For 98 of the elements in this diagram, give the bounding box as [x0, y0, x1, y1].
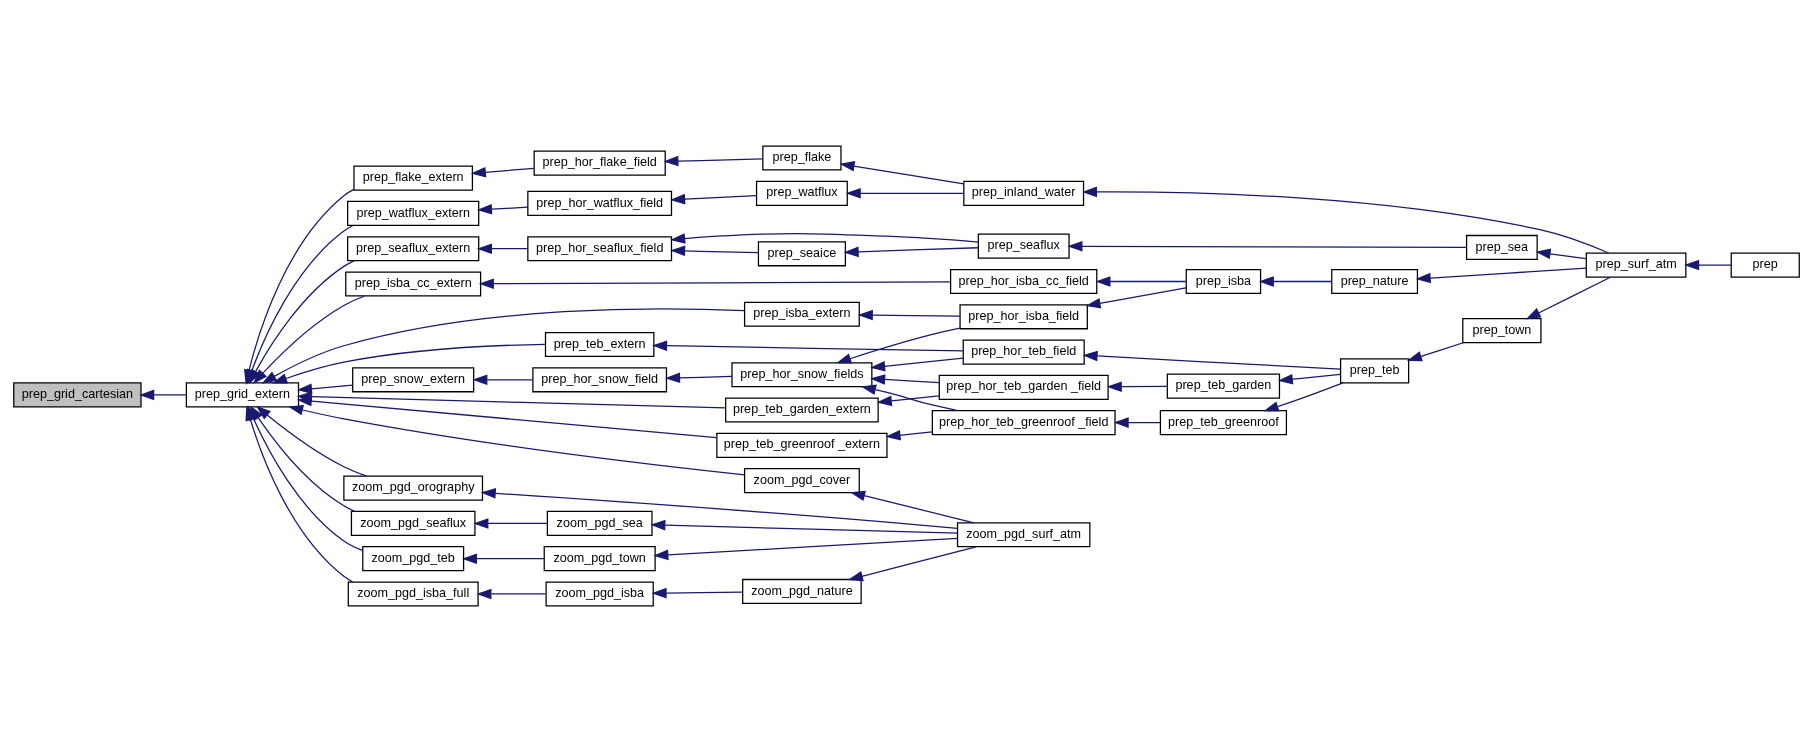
node-box: prep_isba_cc_extern — [345, 270, 482, 297]
arrow — [288, 404, 746, 475]
arrow — [876, 394, 940, 406]
arrow — [480, 487, 958, 529]
node-box: prep_seaice — [757, 240, 846, 266]
arrow — [1535, 248, 1587, 259]
node-box: prep_seaflux_extern — [347, 235, 480, 261]
node-box: prep_seaflux — [977, 233, 1070, 259]
node-box: prep_watflux — [755, 180, 848, 206]
node-box: prep_hor_isba_cc_field — [949, 268, 1098, 294]
node-box: prep_hor_teb_greenroof _field — [931, 409, 1116, 435]
arrow — [461, 552, 545, 564]
node-box: prep_teb_greenroof — [1159, 409, 1288, 435]
arrow — [252, 294, 366, 384]
node-box: prep_hor_snow_fields — [731, 361, 873, 387]
arrow — [1684, 259, 1732, 270]
arrow — [670, 245, 759, 256]
node-box: prep_teb_greenroof _extern — [716, 432, 888, 458]
arrow — [1258, 275, 1332, 287]
arrow — [1406, 341, 1464, 361]
arrow — [870, 373, 940, 385]
node-box: prep_nature — [1331, 268, 1419, 294]
arrow — [1106, 380, 1168, 392]
arrow — [1415, 267, 1587, 283]
arrow — [1095, 275, 1187, 287]
arrow — [843, 246, 979, 257]
arrow — [1277, 373, 1341, 384]
node-box: prep_teb_garden_extern — [725, 396, 879, 423]
node-box: zoom_pgd_nature — [742, 578, 862, 604]
arrow — [651, 587, 744, 598]
arrow — [1113, 416, 1161, 428]
node-box: zoom_pgd_town — [543, 545, 656, 571]
arrow — [255, 405, 368, 477]
arrow — [473, 517, 548, 529]
arrow — [653, 537, 958, 560]
node-box: prep_hor_flake_field — [533, 149, 666, 176]
arrow — [663, 155, 764, 166]
arrow — [670, 232, 979, 244]
arrow — [472, 374, 534, 385]
arrow — [272, 343, 546, 383]
arrow — [885, 429, 933, 440]
node-box: prep_teb — [1339, 357, 1410, 384]
node-box: prep_flake — [762, 144, 842, 171]
node-box: prep_town — [1462, 317, 1542, 343]
node-box: prep_hor_isba_field — [959, 303, 1088, 329]
node-box: prep_isba_extern — [743, 301, 860, 327]
node-box: prep_teb_extern — [544, 331, 655, 357]
arrow — [650, 519, 958, 534]
node-box: zoom_pgd_isba_full — [347, 580, 479, 607]
arrow — [476, 242, 529, 254]
node-box: prep_hor_snow_field — [532, 366, 668, 392]
arrow — [845, 187, 965, 199]
node-box: prep_teb_garden — [1166, 373, 1281, 399]
arrow — [261, 307, 746, 384]
arrow — [478, 277, 951, 289]
node-box: zoom_pgd_sea — [546, 510, 653, 536]
node-box: prep — [1730, 252, 1800, 278]
node-box: prep_grid_cartesian — [13, 381, 142, 407]
node-box: prep_hor_teb_garden _field — [938, 374, 1109, 400]
arrow — [665, 372, 733, 383]
arrow — [1082, 350, 1341, 370]
node-box: zoom_pgd_teb — [362, 545, 465, 571]
arrow — [860, 384, 959, 411]
arrow — [1263, 381, 1344, 412]
arrow — [296, 395, 718, 438]
node-box: prep_hor_watflux_field — [527, 190, 673, 216]
arrow — [1081, 186, 1610, 254]
arrow — [139, 389, 187, 400]
arrow — [1085, 286, 1187, 308]
node-box: prep_surf_atm — [1585, 252, 1687, 278]
arrow — [839, 160, 965, 184]
arrow — [296, 383, 354, 394]
node-box: zoom_pgd_seaflux — [350, 510, 476, 536]
arrow — [870, 357, 964, 372]
node-box: prep_snow_extern — [352, 366, 475, 392]
arrow — [847, 545, 977, 581]
node-box: prep_isba — [1185, 268, 1262, 294]
arrow — [652, 339, 964, 352]
node-box: prep_hor_seaflux_field — [527, 235, 673, 261]
node-box: prep_sea — [1465, 234, 1538, 260]
node-box: prep_flake_extern — [353, 165, 474, 191]
node-box: zoom_pgd_surf_atm — [956, 521, 1091, 547]
arrow — [476, 588, 547, 599]
node-box: zoom_pgd_cover — [743, 467, 860, 493]
node-box: zoom_pgd_isba — [545, 580, 654, 607]
node-box: prep_watflux_extern — [347, 200, 480, 226]
node-box: prep_inland_water — [963, 180, 1085, 206]
arrow — [850, 490, 975, 523]
arrow — [470, 166, 535, 178]
node-box: prep_hor_teb_field — [962, 338, 1085, 365]
arrow — [476, 203, 529, 214]
arrow — [836, 327, 961, 364]
node-box: zoom_pgd_orography — [343, 475, 484, 501]
arrow — [670, 193, 757, 204]
node-box: prep_grid_extern — [185, 381, 300, 407]
arrow — [1525, 276, 1611, 319]
arrow — [1067, 240, 1467, 252]
arrow — [857, 309, 961, 320]
